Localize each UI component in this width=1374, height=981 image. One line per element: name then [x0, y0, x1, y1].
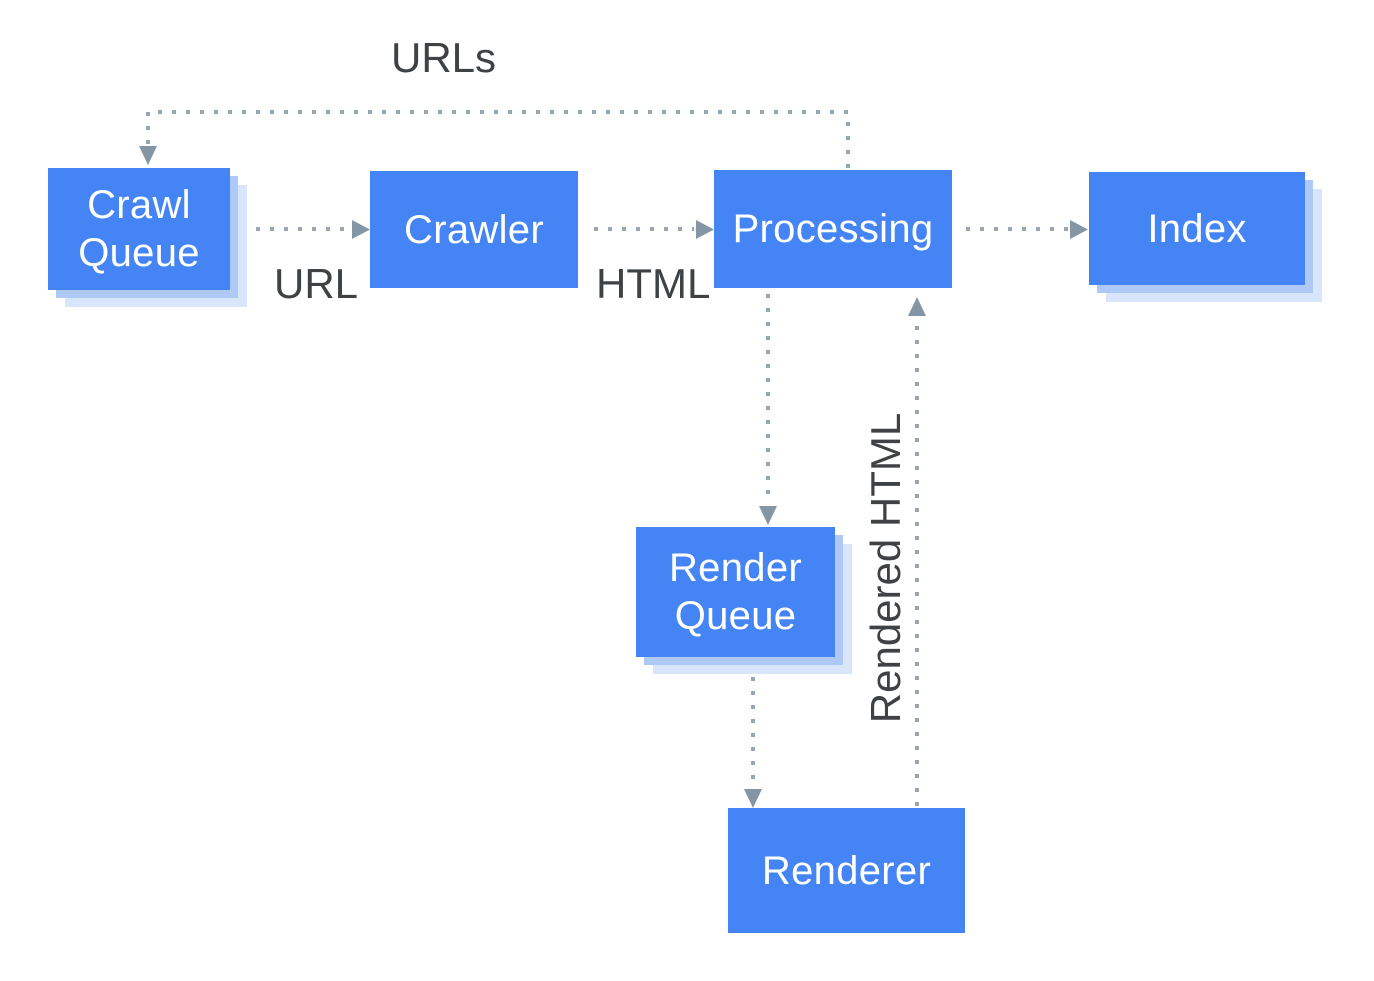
arrowhead-right-icon — [352, 220, 370, 239]
node-render-queue: Render Queue — [636, 527, 835, 657]
node-processing: Processing — [714, 170, 952, 288]
node-label: Renderer — [761, 848, 932, 893]
node-crawler: Crawler — [370, 171, 578, 288]
arrowhead-down-icon — [744, 789, 762, 808]
edge-label-urls: URLs — [391, 34, 497, 81]
node-label: Crawl Queue — [78, 183, 200, 275]
arrowhead-down-icon — [139, 146, 157, 165]
arrowhead-right-icon — [696, 220, 714, 239]
edge-label-rendered-html: Rendered HTML — [862, 412, 909, 724]
node-renderer: Renderer — [728, 808, 965, 933]
edge-label-html: HTML — [596, 260, 711, 307]
node-index: Index — [1089, 172, 1305, 285]
node-label: Processing — [732, 207, 934, 251]
node-crawl-queue: Crawl Queue — [48, 168, 230, 290]
node-label: Index — [1147, 206, 1247, 251]
edge-label-url: URL — [274, 260, 359, 307]
arrow-processing-to-crawl-queue — [146, 110, 850, 168]
node-label: Render Queue — [669, 546, 802, 638]
arrowhead-down-icon — [759, 506, 777, 525]
arrowhead-right-icon — [1070, 220, 1088, 239]
arrowhead-up-icon — [908, 297, 926, 316]
node-label: Crawler — [404, 207, 544, 252]
